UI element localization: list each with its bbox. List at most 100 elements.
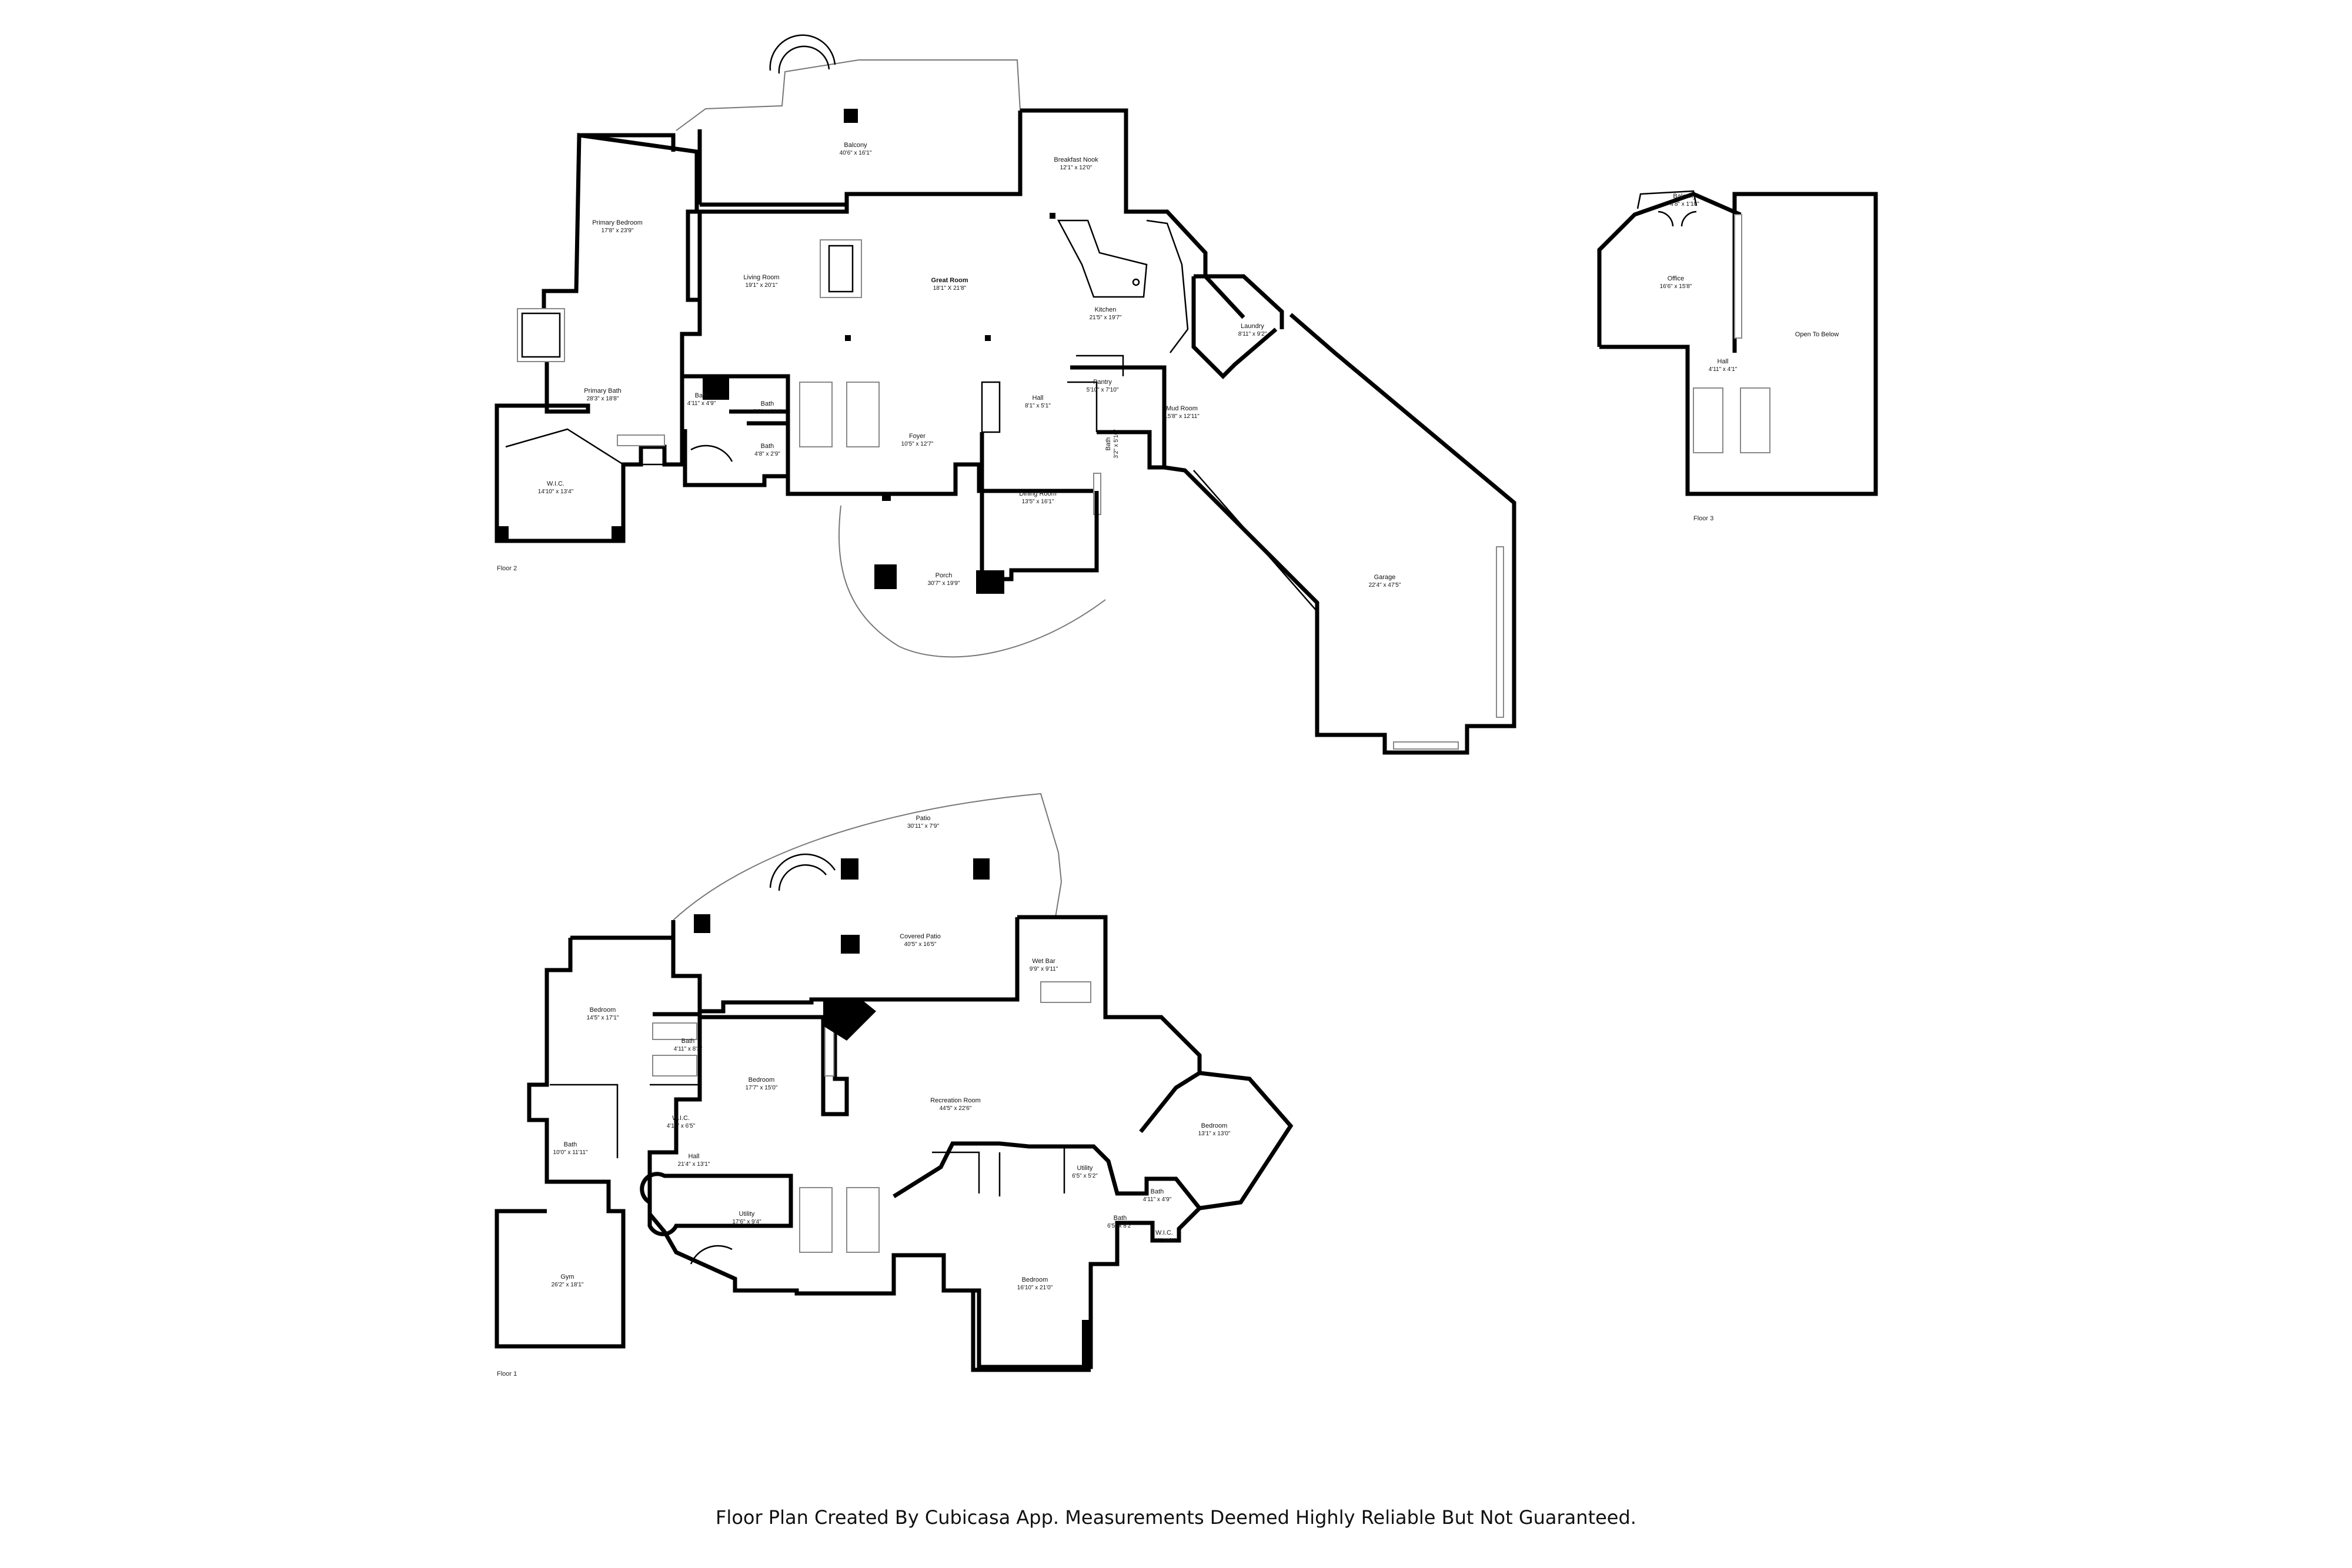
room-dimensions: 44'5" x 22'6" xyxy=(940,1105,972,1112)
floor-1-label: Floor 1 xyxy=(497,1370,517,1378)
room-dimensions: 10'5" x 12'7" xyxy=(901,441,934,447)
room-name: Balcony xyxy=(1673,193,1696,200)
room-dimensions: 13'5" x 16'1" xyxy=(1022,499,1054,505)
room-dimensions: 21'4" x 13'1" xyxy=(678,1161,710,1168)
room-dimensions: 8'11" x 9'2" xyxy=(1238,331,1267,337)
room-name: Covered Patio xyxy=(900,933,941,940)
room-dimensions: 26'2" x 18'1" xyxy=(552,1282,584,1288)
floor2-room-7: Primary Bath 28'3" x 18'8" xyxy=(584,387,622,402)
room-name: Utility xyxy=(1077,1165,1093,1172)
room-dimensions: 4'8" x 2'9" xyxy=(754,451,780,457)
room-dimensions: 12'1" x 12'0" xyxy=(1060,165,1093,171)
room-name: Gym xyxy=(560,1273,574,1281)
room-dimensions: 17'7" x 15'0" xyxy=(746,1085,778,1091)
room-dimensions: 28'3" x 18'8" xyxy=(587,396,619,402)
floor-2-label: Floor 2 xyxy=(497,565,517,572)
room-dimensions: 4'11" x 4'9" xyxy=(1143,1196,1172,1203)
room-dimensions: 3'11" x 6'6" xyxy=(1150,1238,1179,1244)
room-name: Patio xyxy=(916,815,930,822)
room-name: Open To Below xyxy=(1795,331,1839,338)
room-name: Bedroom xyxy=(1201,1122,1228,1129)
room-name: Recreation Room xyxy=(930,1097,981,1104)
room-dimensions: 17'6" x 9'4" xyxy=(732,1219,761,1225)
room-dimensions: 6'5" x 8'2" xyxy=(1107,1223,1133,1229)
floor1-room-11: Bedroom 13'1" x 13'0" xyxy=(1198,1122,1231,1137)
floor-3-plan xyxy=(1597,190,1878,496)
room-name: Wet Bar xyxy=(1032,958,1055,965)
room-name: Bedroom xyxy=(749,1076,775,1084)
room-dimensions: 8'1" x 5'1" xyxy=(1025,403,1051,409)
room-name: Living Room xyxy=(743,274,779,281)
room-name: Hall xyxy=(689,1153,700,1160)
room-dimensions: 16'6" x 15'8" xyxy=(1660,283,1692,290)
room-name: Utility xyxy=(739,1211,755,1218)
room-name: Bath xyxy=(564,1141,577,1148)
floor1-room-15: W.I.C. 3'11" x 6'6" xyxy=(1150,1229,1179,1244)
room-dimensions: 30'7" x 19'9" xyxy=(928,580,960,587)
room-name: Porch xyxy=(936,572,953,579)
room-dimensions: 3'2" x 5'10" xyxy=(1113,429,1120,459)
room-name: W.I.C. xyxy=(1155,1229,1173,1236)
room-name: Laundry xyxy=(1241,323,1264,330)
room-dimensions: 30'11" x 7'9" xyxy=(907,823,940,830)
room-dimensions: 16'10" x 21'0" xyxy=(1017,1285,1053,1291)
room-name: Garage xyxy=(1374,574,1396,581)
room-dimensions: 9'9" x 9'11" xyxy=(1030,966,1058,972)
room-name: Breakfast Nook xyxy=(1054,156,1098,163)
room-dimensions: 14'5" x 17'1" xyxy=(587,1015,619,1021)
room-name: Primary Bath xyxy=(584,387,622,394)
floor-3-label: Floor 3 xyxy=(1693,515,1713,522)
room-name: Bath xyxy=(1114,1215,1127,1222)
room-name: Primary Bedroom xyxy=(592,219,643,226)
room-dimensions: 4'11" x 6'5" xyxy=(667,1123,696,1129)
floor2-room-16: W.I.C.14'10" x 13'4" xyxy=(538,480,574,495)
room-name: Bath xyxy=(1151,1188,1164,1195)
room-dimensions: 5'10" x 7'10" xyxy=(1087,387,1119,393)
room-name: Foyer xyxy=(909,433,926,440)
room-name: Hall xyxy=(1033,394,1044,402)
room-dimensions: 4'8" x 1'10" xyxy=(1670,201,1699,208)
floor-2-plan xyxy=(495,34,1516,755)
room-name: Office xyxy=(1668,275,1685,282)
room-dimensions: 18'1" X 21'8" xyxy=(933,285,967,292)
room-name: Bath xyxy=(1105,437,1112,451)
room-name: Pantry xyxy=(1093,379,1112,386)
room-dimensions: 22'4" x 47'5" xyxy=(1369,582,1401,589)
room-dimensions: 4'11" x 4'1" xyxy=(1709,366,1738,373)
room-name: W.I.C. xyxy=(547,480,564,487)
room-dimensions: 21'5" x 19'7" xyxy=(1090,315,1122,321)
room-name: Mud Room xyxy=(1166,405,1198,412)
disclaimer-footer: Floor Plan Created By Cubicasa App. Meas… xyxy=(716,1506,1636,1529)
room-name: Bath xyxy=(695,392,709,399)
room-name: Dining Room xyxy=(1019,490,1057,497)
room-name: Great Room xyxy=(931,277,968,284)
room-dimensions: 13'1" x 13'0" xyxy=(1198,1131,1231,1137)
room-dimensions: 40'6" x 16'1" xyxy=(840,150,872,156)
room-dimensions: 4'11" x 4'9" xyxy=(687,400,716,407)
